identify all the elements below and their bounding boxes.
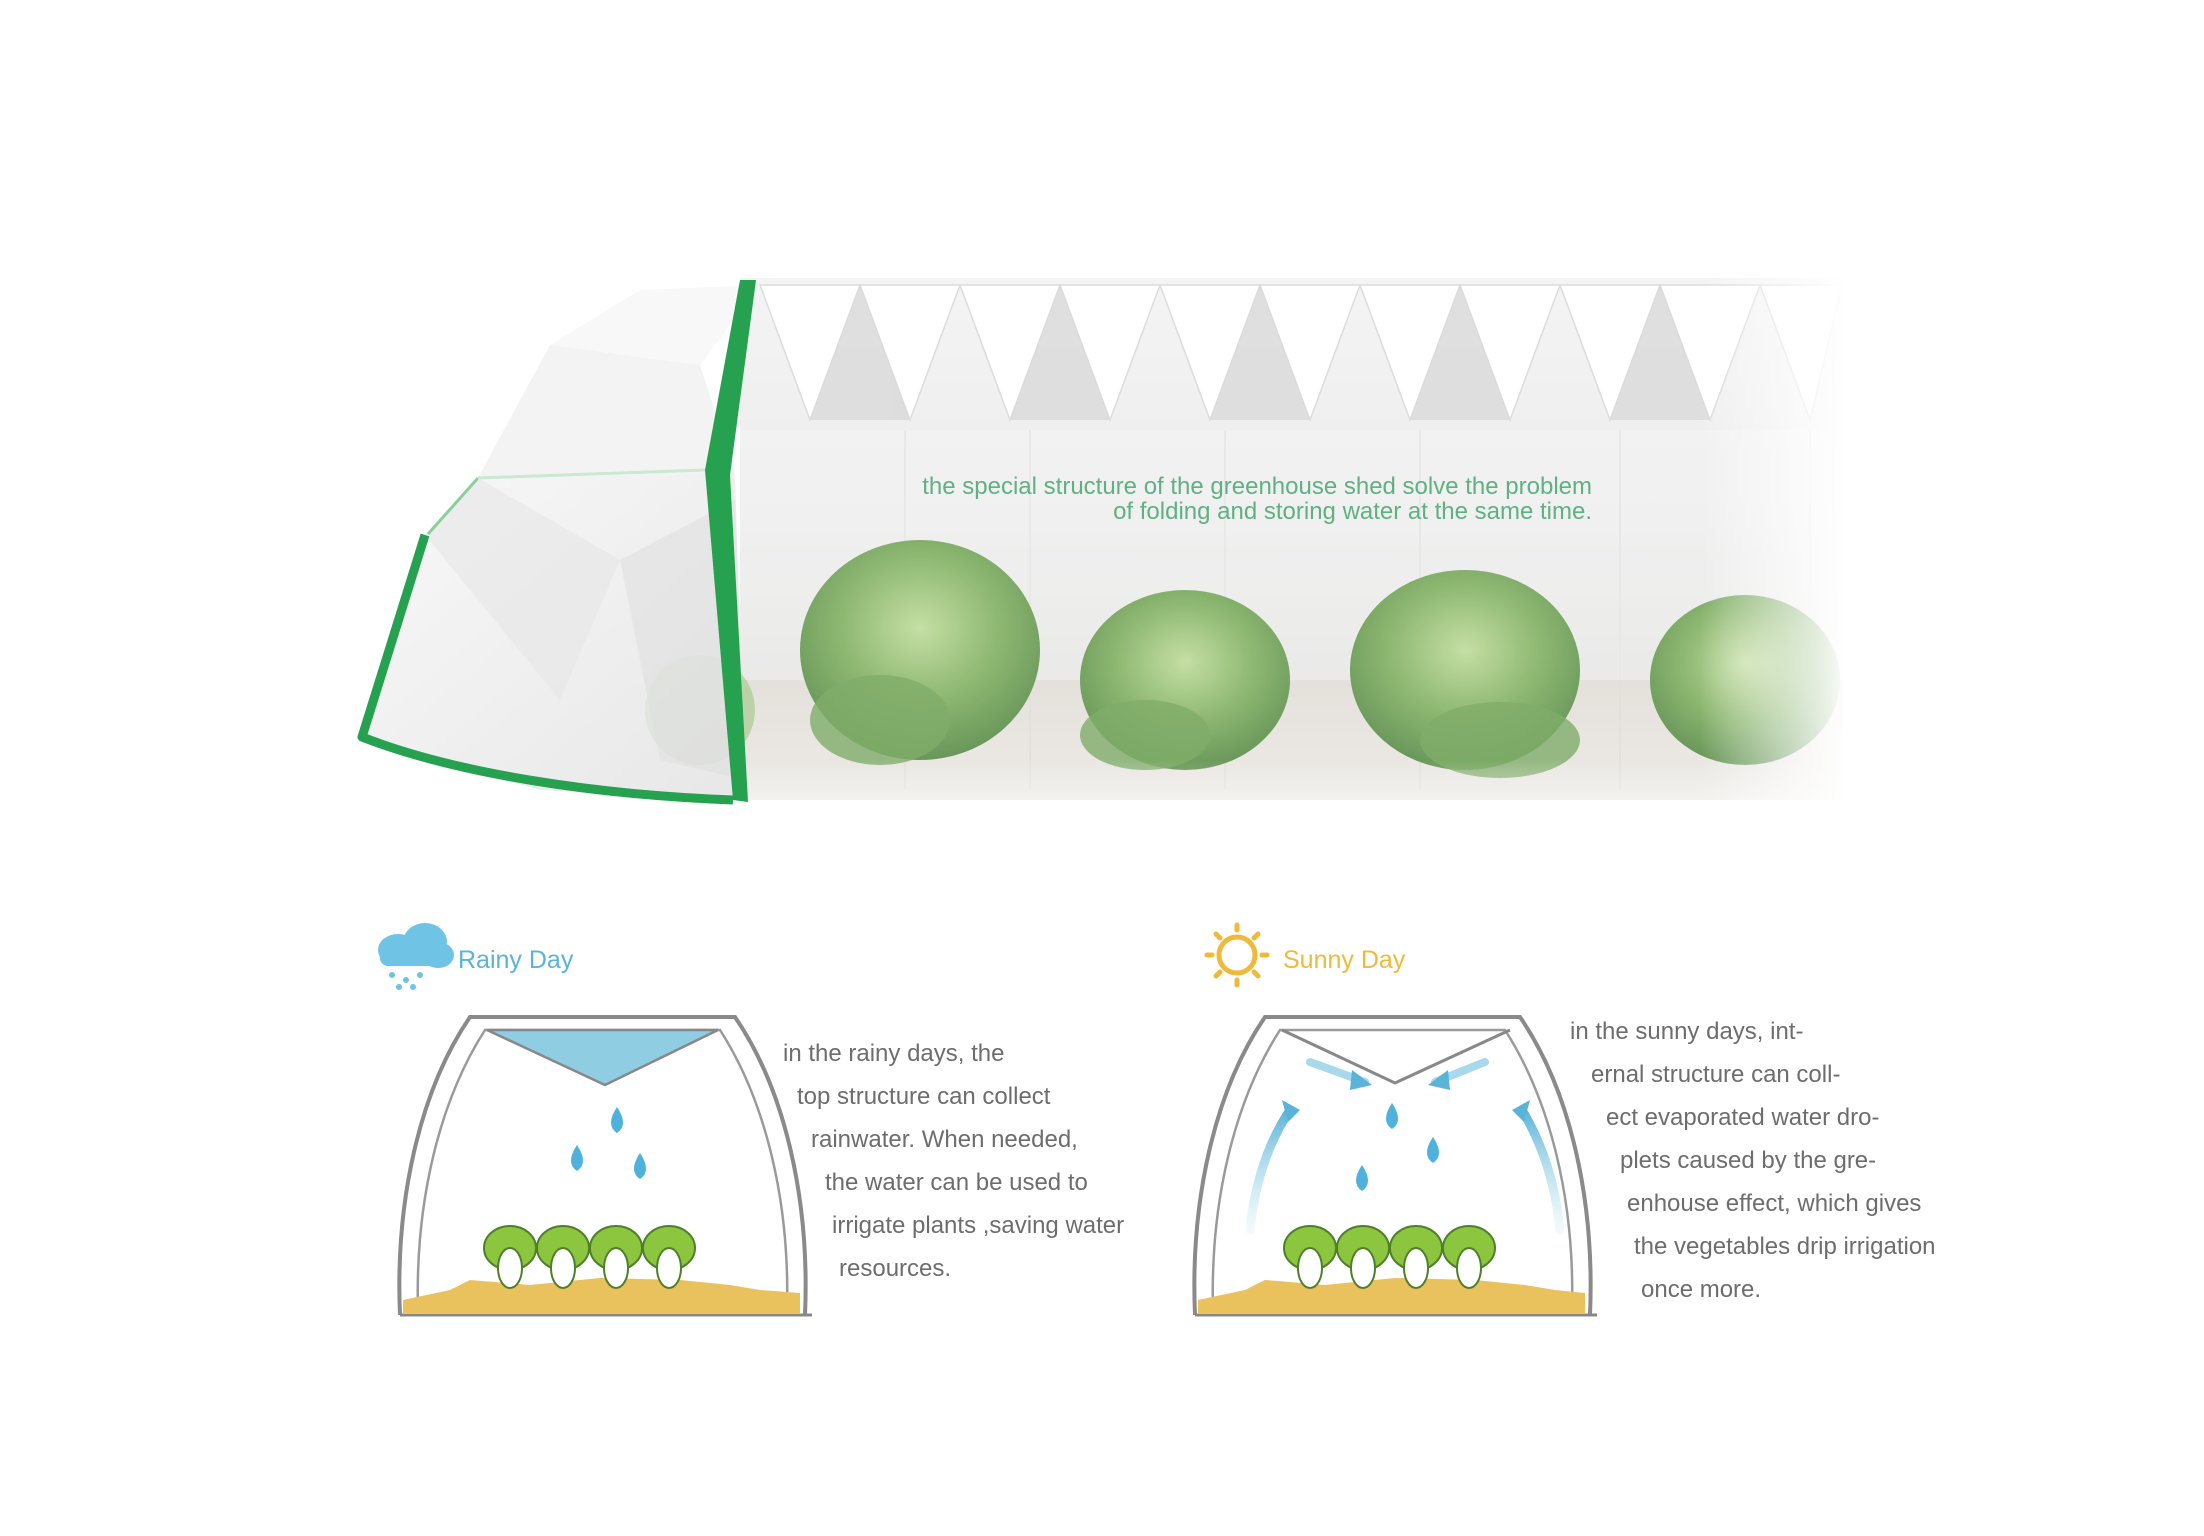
sunny-text-line: the vegetables drip irrigation	[1634, 1233, 1936, 1260]
soil	[1198, 1278, 1585, 1313]
rainy-day-title: Rainy Day	[458, 946, 574, 974]
soil	[403, 1278, 800, 1313]
render-caption-line-1: the special structure of the greenhouse …	[922, 473, 1592, 500]
sunny-day-title: Sunny Day	[1283, 946, 1406, 974]
greenhouse-render	[357, 270, 1850, 850]
sunny-text-line: ect evaporated water dro-	[1606, 1104, 1880, 1131]
rainy-text-line: in the rainy days, the	[783, 1040, 1005, 1067]
rainy-text-line: the water can be used to	[825, 1169, 1088, 1196]
rainy-text-line: top structure can collect	[797, 1083, 1051, 1110]
seedlings	[483, 1225, 696, 1289]
rainy-text-line: rainwater. When needed,	[811, 1126, 1078, 1153]
rainy-day-diagram	[397, 1015, 812, 1317]
seedlings	[1283, 1225, 1496, 1289]
sunny-text-line: once more.	[1641, 1276, 1762, 1303]
rain-cloud-icon	[378, 923, 454, 990]
sunny-text-line: enhouse effect, which gives	[1627, 1190, 1922, 1217]
rainy-text-line: resources.	[839, 1255, 952, 1282]
sunny-text-line: plets caused by the gre-	[1620, 1147, 1877, 1174]
water-drops	[571, 1107, 646, 1179]
render-caption-line-2: of folding and storing water at the same…	[1113, 498, 1592, 525]
evaporation-arrows	[1245, 1105, 1565, 1235]
collected-rainwater	[486, 1028, 719, 1087]
rainy-text-line: irrigate plants ,saving water	[832, 1212, 1125, 1239]
sunny-day-diagram	[1192, 1015, 1597, 1317]
sunny-text-line: ernal structure can coll-	[1591, 1061, 1841, 1088]
sunny-text-line: in the sunny days, int-	[1570, 1018, 1804, 1045]
sun-icon	[1204, 922, 1270, 988]
collector-surface	[1281, 1028, 1511, 1085]
water-drops	[1356, 1103, 1439, 1191]
